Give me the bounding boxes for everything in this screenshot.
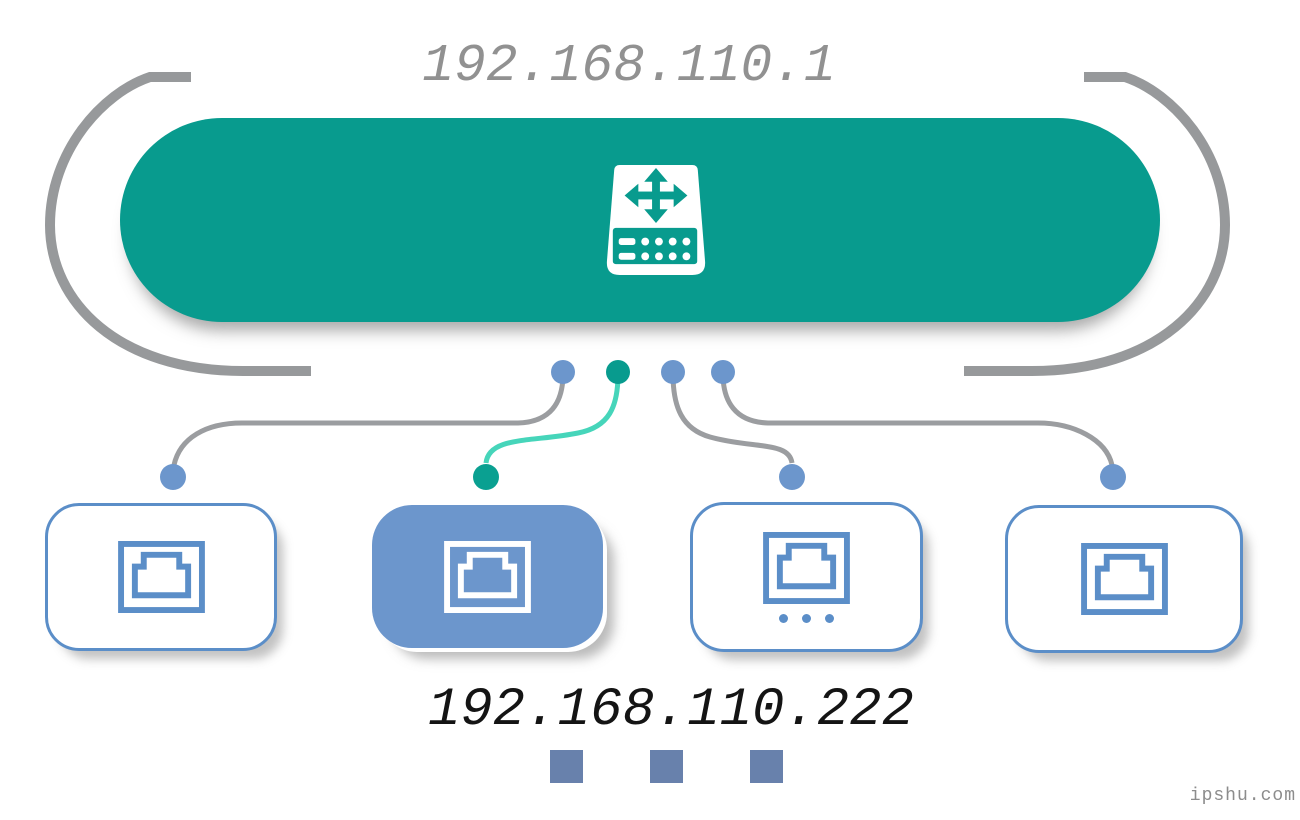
- endpoint-dot-3: [779, 464, 805, 490]
- port-dot-2-active: [606, 360, 630, 384]
- ethernet-port-icon: [763, 531, 850, 604]
- device-1: [45, 503, 277, 651]
- cable-port3: [670, 373, 795, 464]
- gateway-node: [120, 118, 1160, 322]
- client-ip-label: 192.168.110.222: [427, 680, 915, 741]
- cable-port2-active: [483, 373, 621, 464]
- port-dot-4: [711, 360, 735, 384]
- endpoint-dot-2-active: [473, 464, 499, 490]
- cable-port4: [720, 373, 1115, 466]
- more-devices-ellipsis-icon: [779, 613, 834, 623]
- network-switch-icon: [606, 165, 706, 275]
- endpoint-dot-1: [160, 464, 186, 490]
- device-2-highlighted: [372, 505, 603, 648]
- right-arc: [964, 72, 1231, 376]
- cable-port1: [171, 373, 566, 466]
- octet-square: [550, 750, 583, 783]
- port-dot-3: [661, 360, 685, 384]
- ethernet-port-icon: [117, 541, 205, 613]
- endpoint-dot-4: [1100, 464, 1126, 490]
- octet-square: [650, 750, 683, 783]
- four-way-arrow-icon: [624, 168, 688, 223]
- port-dot-1: [551, 360, 575, 384]
- switch-panel-leds: [618, 237, 691, 261]
- octet-square: [750, 750, 783, 783]
- ethernet-port-icon: [1080, 543, 1168, 615]
- ethernet-port-icon: [444, 540, 531, 613]
- left-arc: [44, 72, 311, 376]
- device-3: [690, 502, 923, 652]
- watermark: ipshu.com: [1189, 786, 1296, 806]
- gateway-ip-label: 192.168.110.1: [422, 36, 836, 96]
- device-4: [1005, 505, 1243, 653]
